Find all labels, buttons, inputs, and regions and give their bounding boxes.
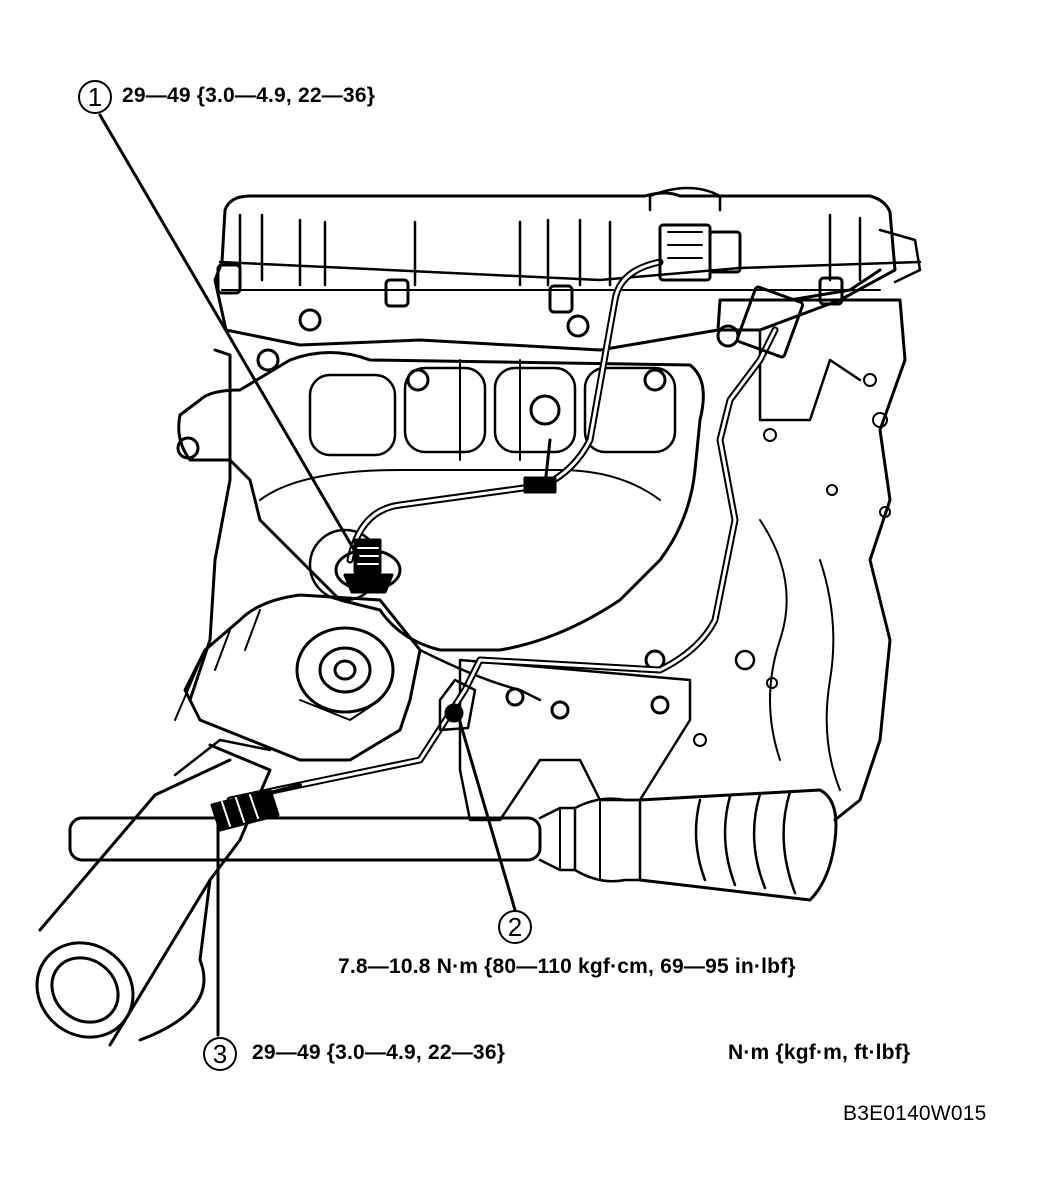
oxygen-sensor-harness (226, 258, 779, 804)
callout-3-torque: 29—49 {3.0—4.9, 22—36} (252, 1041, 506, 1064)
connectors (658, 223, 882, 359)
oxygen-sensor-1 (334, 538, 402, 594)
cylinder-head-cover (213, 186, 922, 352)
front-pipe (35, 738, 272, 1047)
leader-line-1 (98, 113, 362, 562)
engine-block (188, 298, 907, 822)
drive-shaft (68, 788, 838, 902)
callout-1-torque: 29—49 {3.0—4.9, 22—36} (122, 84, 376, 107)
exhaust-manifold (176, 348, 705, 652)
callout-2-number: 2 (498, 910, 532, 944)
leader-line-2 (456, 713, 517, 912)
bracket (458, 649, 692, 822)
leader-lines (98, 113, 517, 1037)
catalytic-converter (174, 528, 542, 762)
callout-3-number: 3 (203, 1037, 237, 1071)
callout-2-torque: 7.8—10.8 N·m {80—110 kgf·cm, 69—95 in·lb… (338, 955, 796, 978)
callout-1-number: 1 (78, 80, 112, 114)
units-note: N·m {kgf·m, ft·lbf} (728, 1041, 911, 1064)
figure-code: B3E0140W015 (843, 1102, 987, 1125)
